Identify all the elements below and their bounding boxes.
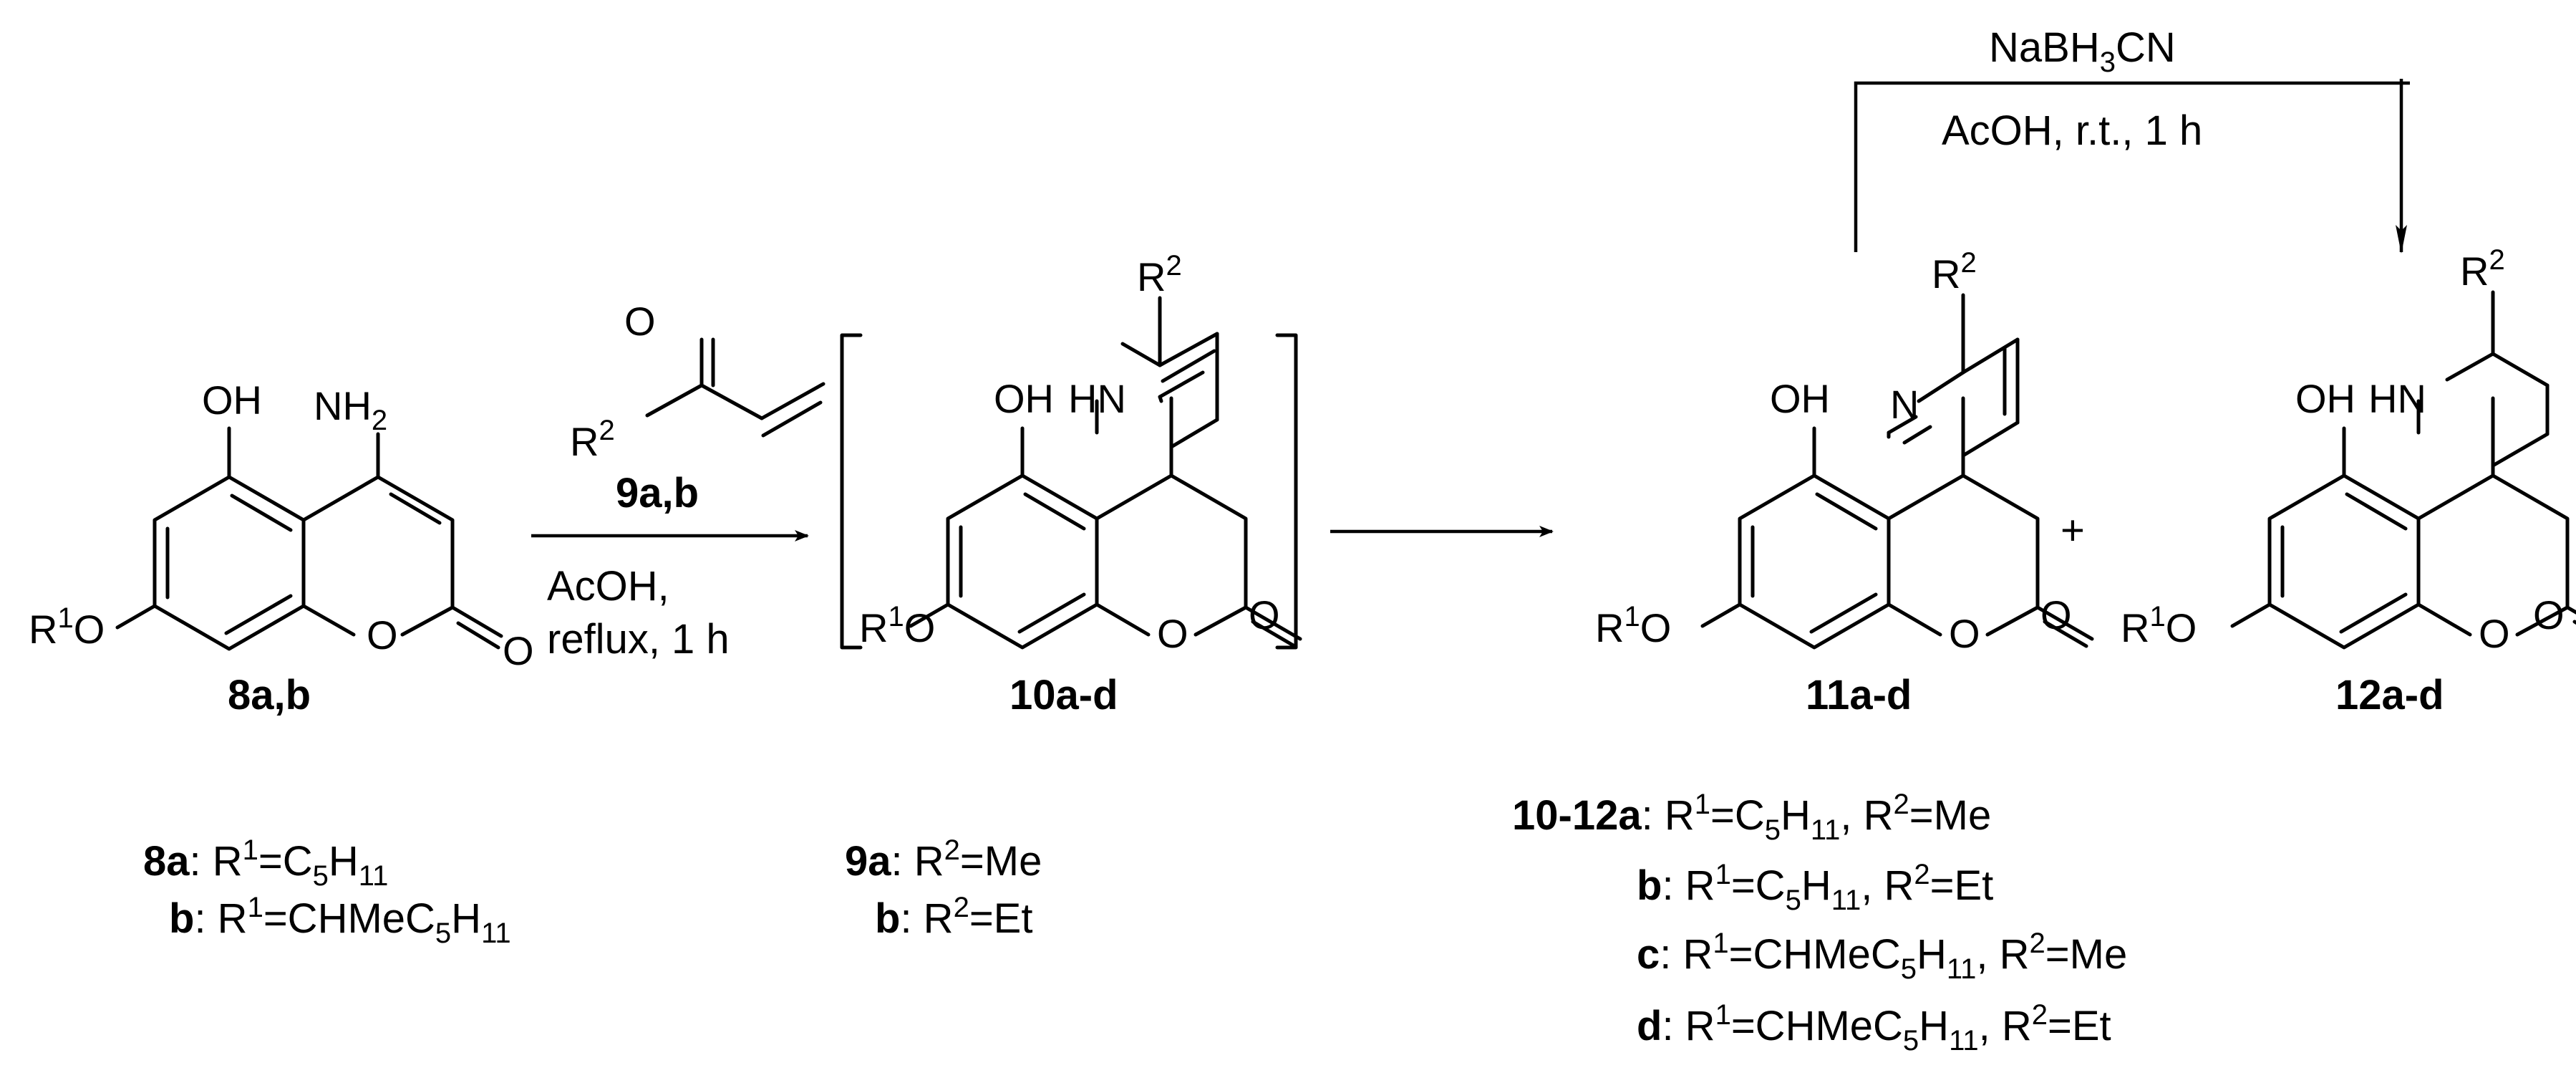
c11-oh-label: OH — [1770, 376, 1830, 421]
compound-8-label: 8a,b — [228, 672, 311, 718]
c10-ring-o-label: O — [1157, 611, 1188, 656]
c11-r2-label: R2 — [1932, 247, 1977, 297]
legend8-a: 8a: R1=C5H11 — [143, 834, 388, 892]
compound-10-structure — [909, 296, 1300, 647]
c12-oh-label: OH — [2295, 376, 2355, 421]
c8-ring-o-label: O — [367, 612, 398, 658]
c8-nh2-label: NH2 — [314, 383, 387, 436]
legend-9: 9a: R2=Me b: R2=Et — [845, 834, 1042, 942]
legend9-a: 9a: R2=Me — [845, 834, 1042, 885]
c11-ring-o-label: O — [1949, 611, 1980, 656]
compound-10-label: 10a-d — [1009, 672, 1118, 718]
legend-10-12: 10-12a: R1=C5H11, R2=Me b: R1=C5H11, R2=… — [1512, 789, 2127, 1056]
compound-8-structure — [115, 426, 503, 651]
compound-9-label: 9a,b — [616, 470, 699, 516]
c10-oh-label: OH — [994, 376, 1054, 421]
bracket-right — [1275, 333, 1298, 650]
legend10-b: b: R1=C5H11, R2=Et — [1637, 859, 1993, 916]
c9-o-label: O — [624, 299, 656, 344]
legend10-d: d: R1=CHMeC5H11, R2=Et — [1637, 999, 2111, 1056]
c12-ring-o-label: O — [2479, 611, 2510, 656]
c10-hn-label: HN — [1068, 376, 1126, 421]
c10-or1-label: R1O — [859, 601, 935, 650]
bracket-left — [840, 333, 863, 650]
reduction-arrow-line — [1854, 81, 2410, 252]
reduction-conditions: AcOH, r.t., 1 h — [1942, 107, 2202, 154]
plus-sign: + — [2061, 507, 2085, 554]
step1-condition-2: reflux, 1 h — [547, 616, 730, 663]
legend-8: 8a: R1=C5H11 b: R1=CHMeC5H11 — [143, 834, 511, 949]
c10-r2-label: R2 — [1137, 250, 1182, 299]
legend10-c: c: R1=CHMeC5H11, R2=Me — [1637, 928, 2127, 985]
compound-9-structure — [645, 337, 825, 438]
compound-11-label: 11a-d — [1806, 672, 1912, 718]
c12-carbonyl-o-label: O — [2533, 592, 2565, 637]
compound-12-label: 12a-d — [2335, 672, 2444, 718]
c10-carbonyl-o-label: O — [1249, 592, 1280, 637]
c11-carbonyl-o-label: O — [2040, 592, 2072, 637]
c9-r2-label: R2 — [570, 415, 615, 464]
compound-11-structure — [1700, 293, 2092, 647]
legend9-b: b: R2=Et — [875, 892, 1032, 942]
c12-hn-label: HN — [2368, 376, 2426, 421]
step1-condition-1: AcOH, — [547, 563, 669, 610]
legend10-a: 10-12a: R1=C5H11, R2=Me — [1512, 789, 1991, 846]
c8-oh-label: OH — [202, 377, 262, 423]
c12-or1-label: R1O — [2121, 601, 2197, 650]
legend8-b: b: R1=CHMeC5H11 — [169, 892, 511, 949]
compound-12-structure — [2230, 290, 2576, 647]
reduction-reagent: NaBH3CN — [1989, 24, 2176, 78]
c11-n-label: N — [1890, 382, 1919, 427]
c8-or1-label: R1O — [29, 602, 105, 652]
c11-or1-label: R1O — [1595, 601, 1671, 650]
c12-r2-label: R2 — [2460, 244, 2505, 294]
c8-carbonyl-o-label: O — [503, 628, 534, 673]
